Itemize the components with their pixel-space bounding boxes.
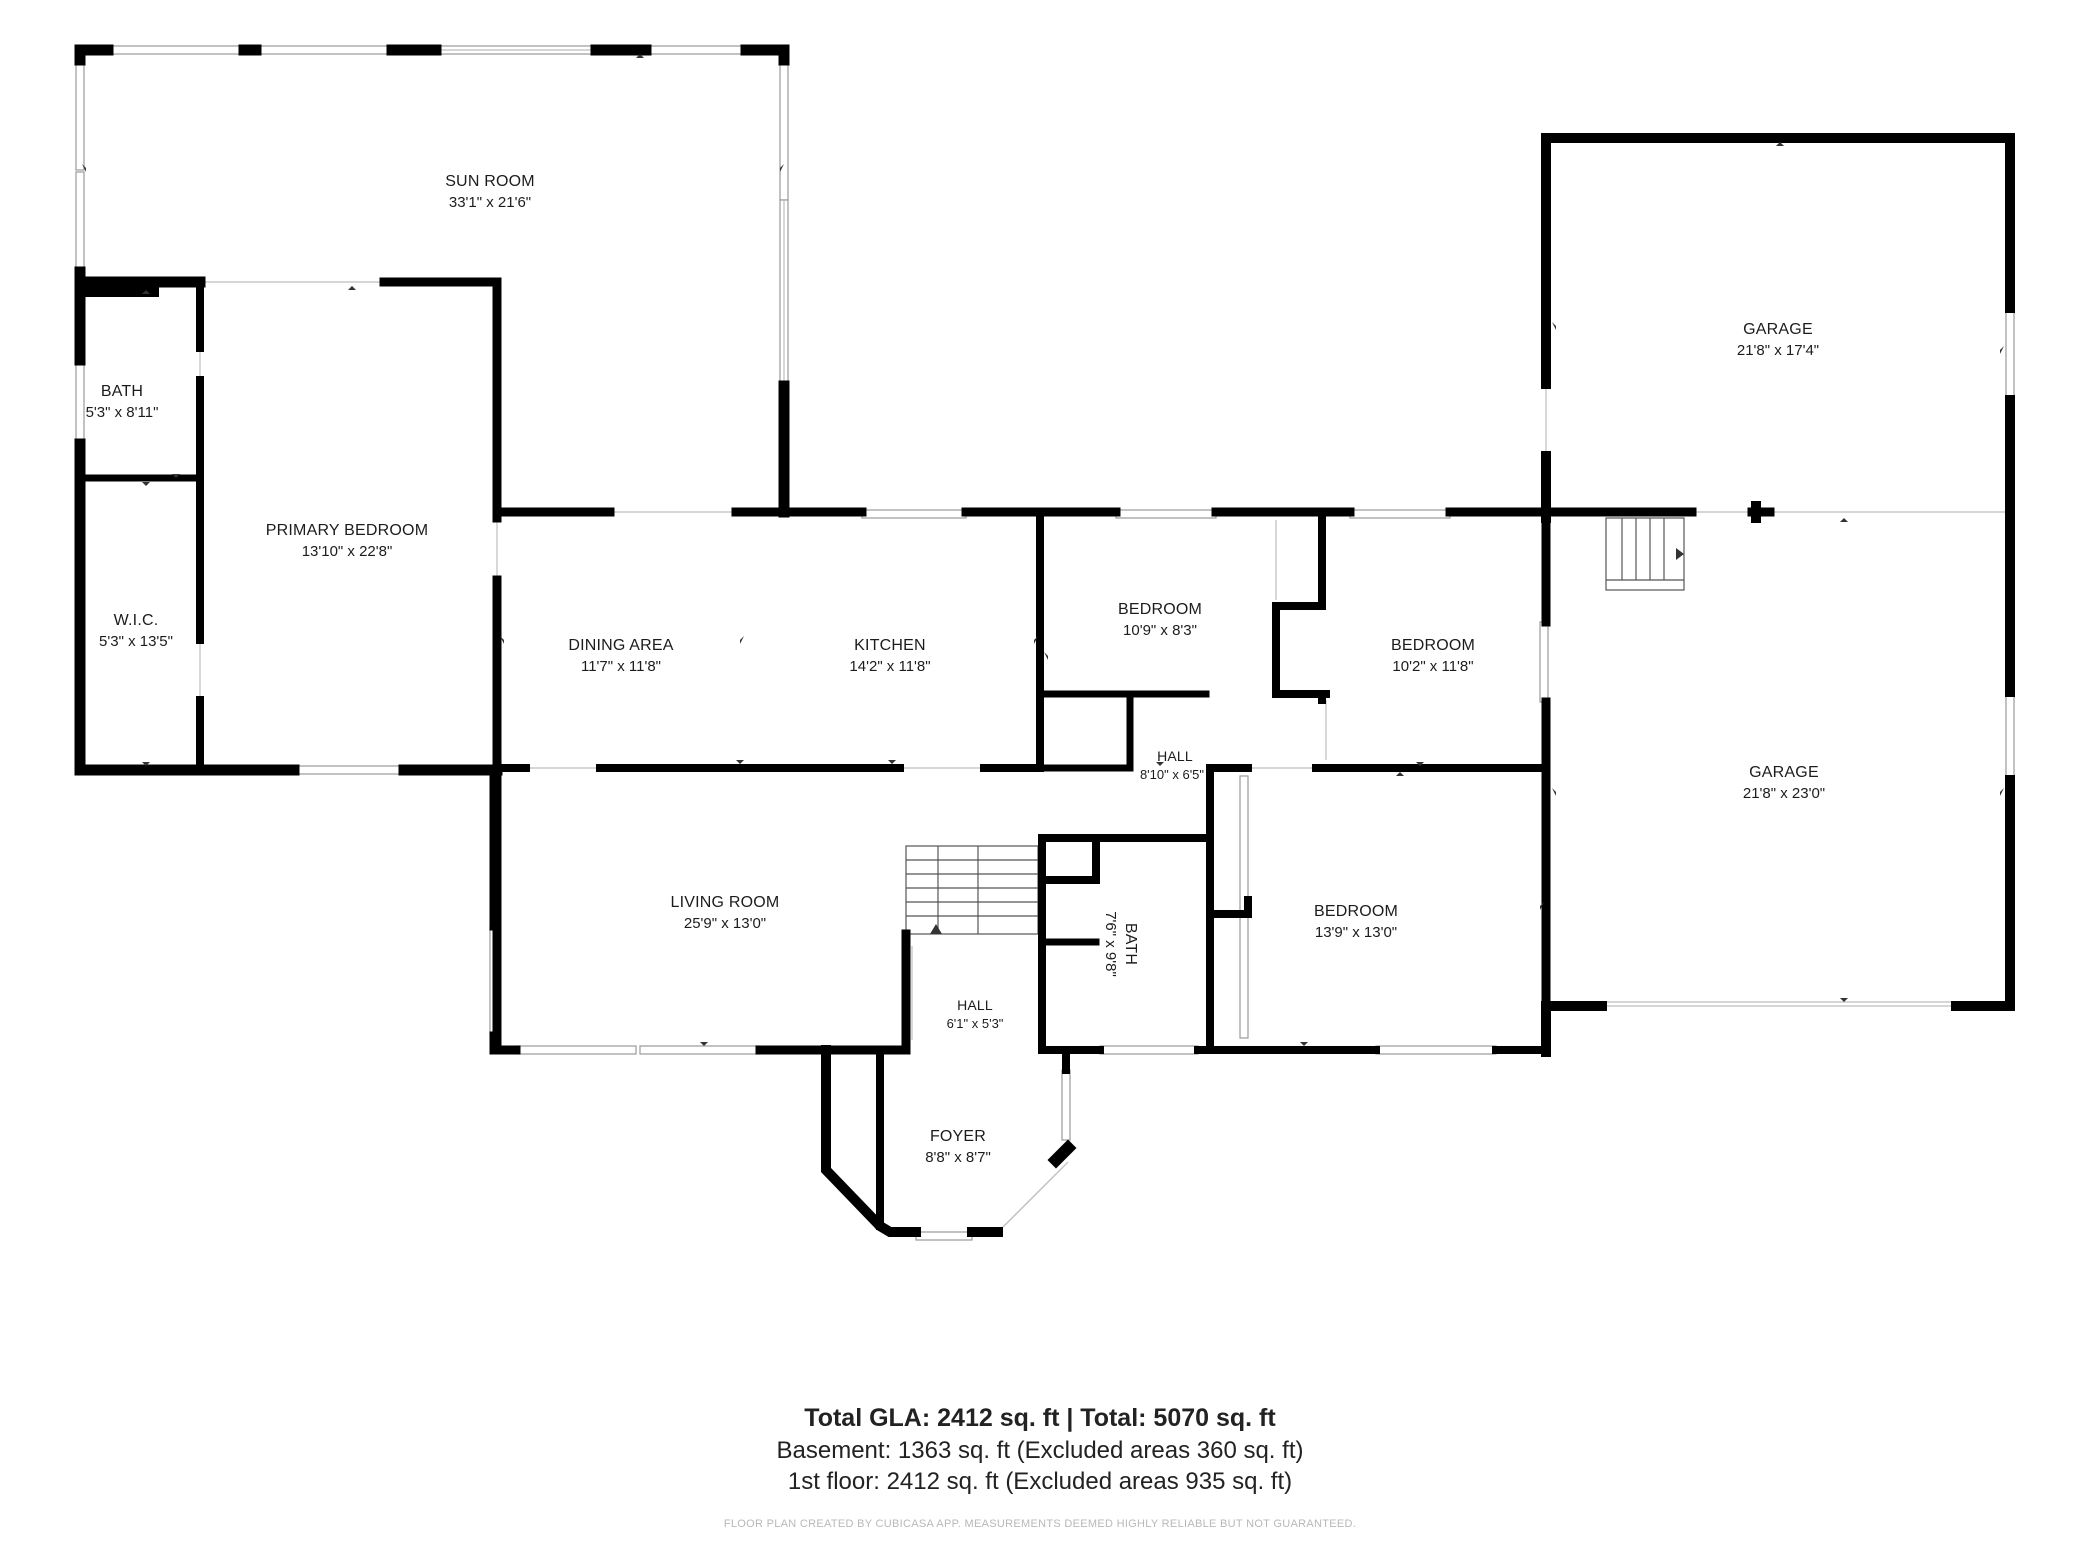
room-dims-kitchen: 14'2" x 11'8": [849, 658, 930, 675]
walls: [74, 44, 2015, 1237]
room-labels: SUN ROOM 33'1" x 21'6" BATH 5'3" x 8'11"…: [86, 173, 1826, 1166]
room-label-foyer: FOYER: [930, 1128, 986, 1145]
room-label-hall-2: HALL: [957, 997, 993, 1013]
basement-area: Basement: 1363 sq. ft (Excluded areas 36…: [776, 1437, 1304, 1464]
area-summary: Total GLA: 2412 sq. ft | Total: 5070 sq.…: [0, 1402, 2080, 1497]
room-dims-bedroom-3: 13'9" x 13'0": [1315, 924, 1397, 941]
room-label-bedroom-2: BEDROOM: [1391, 637, 1475, 654]
room-dims-bedroom-1: 10'9" x 8'3": [1123, 622, 1197, 639]
room-dims-primary-bedroom: 13'10" x 22'8": [302, 543, 393, 560]
room-dims-bath-primary: 5'3" x 8'11": [86, 404, 159, 421]
windows: [75, 45, 2015, 1241]
stairs: [905, 517, 1685, 935]
room-label-garage-1: GARAGE: [1743, 321, 1813, 338]
room-label-living-room: LIVING ROOM: [671, 894, 780, 911]
openings: [199, 49, 2006, 1233]
dimension-arrows: [82, 54, 2004, 1046]
first-floor-area: 1st floor: 2412 sq. ft (Excluded areas 9…: [787, 1468, 1293, 1495]
room-label-garage-2: GARAGE: [1749, 764, 1819, 781]
total-area: Total GLA: 2412 sq. ft | Total: 5070 sq.…: [804, 1404, 1276, 1432]
room-dims-bedroom-2: 10'2" x 11'8": [1392, 658, 1473, 675]
room-dims-wic: 5'3" x 13'5": [99, 633, 173, 650]
room-dims-dining-area: 11'7" x 11'8": [581, 658, 661, 675]
room-label-bedroom-3: BEDROOM: [1314, 903, 1398, 920]
room-label-bath-hall: BATH: [1122, 923, 1139, 965]
room-dims-hall-1: 8'10" x 6'5": [1140, 767, 1204, 782]
room-dims-garage-1: 21'8" x 17'4": [1737, 342, 1819, 359]
room-label-dining-area: DINING AREA: [568, 637, 673, 654]
room-dims-hall-2: 6'1" x 5'3": [947, 1016, 1004, 1031]
room-dims-garage-2: 21'8" x 23'0": [1743, 785, 1825, 802]
room-label-sun-room: SUN ROOM: [445, 173, 535, 190]
room-dims-bath-hall: 7'6" x 9'8": [1102, 911, 1119, 977]
room-dims-foyer: 8'8" x 8'7": [925, 1149, 991, 1166]
room-label-bath-primary: BATH: [101, 383, 143, 400]
room-label-hall-1: HALL: [1157, 748, 1193, 764]
room-dims-living-room: 25'9" x 13'0": [684, 915, 766, 932]
room-label-bedroom-1: BEDROOM: [1118, 601, 1202, 618]
room-label-kitchen: KITCHEN: [854, 637, 926, 654]
room-dims-sun-room: 33'1" x 21'6": [449, 194, 531, 211]
floor-plan-credit: FLOOR PLAN CREATED BY CUBICASA APP. MEAS…: [723, 1518, 1357, 1530]
room-label-wic: W.I.C.: [114, 612, 159, 629]
room-label-primary-bedroom: PRIMARY BEDROOM: [266, 522, 428, 539]
